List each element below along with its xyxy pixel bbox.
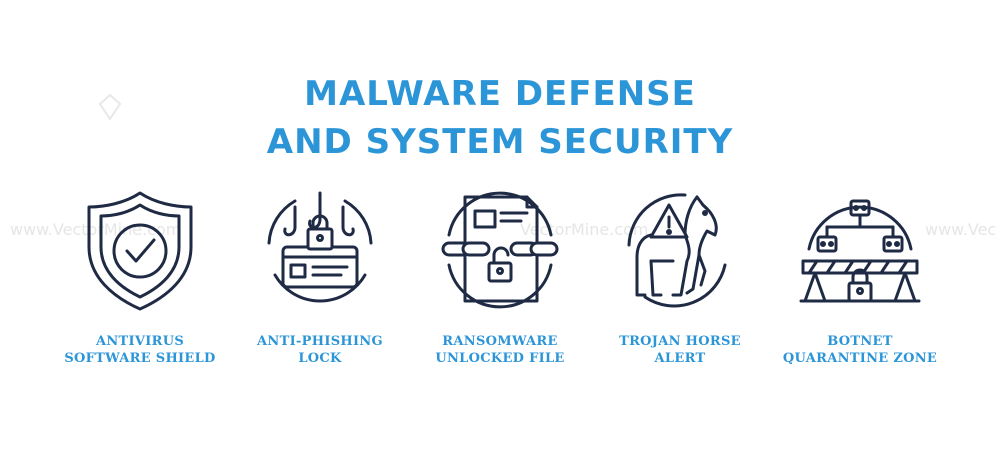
botnet-quarantine-icon [799,199,921,303]
label-line-2: UNLOCKED FILE [435,351,565,366]
label-line-1: TROJAN HORSE [619,334,741,349]
watermark-logo-icon [98,93,122,121]
shield-check-icon [87,191,193,311]
item-botnet: BOTNET QUARANTINE ZONE [770,185,950,367]
label-line-1: ANTIVIRUS [95,334,185,349]
label-line-2: QUARANTINE ZONE [782,351,938,366]
item-antivirus: ANTIVIRUS SOFTWARE SHIELD [50,185,230,367]
item-label: BOTNET QUARANTINE ZONE [770,333,950,367]
label-line-2: ALERT [654,351,706,366]
watermark-text: www.Vec [925,220,997,239]
title-line-2: AND SYSTEM SECURITY [266,122,734,162]
ransomware-file-icon [441,191,559,309]
title-line-1: MALWARE DEFENSE [304,74,696,114]
label-line-1: ANTI-PHISHING [257,334,383,349]
label-line-1: BOTNET [827,334,893,349]
item-label: ANTI-PHISHING LOCK [230,333,410,367]
item-label: TROJAN HORSE ALERT [590,333,770,367]
item-label: RANSOMWARE UNLOCKED FILE [410,333,590,367]
item-trojan-horse: TROJAN HORSE ALERT [590,185,770,367]
label-line-1: RANSOMWARE [442,334,558,349]
item-ransomware: RANSOMWARE UNLOCKED FILE [410,185,590,367]
item-anti-phishing: ANTI-PHISHING LOCK [230,185,410,367]
phishing-lock-icon [267,191,373,303]
label-line-2: SOFTWARE SHIELD [64,351,216,366]
label-line-2: LOCK [298,351,342,366]
trojan-horse-icon [627,193,727,308]
page-title: MALWARE DEFENSE AND SYSTEM SECURITY [0,70,1000,166]
item-label: ANTIVIRUS SOFTWARE SHIELD [50,333,230,367]
